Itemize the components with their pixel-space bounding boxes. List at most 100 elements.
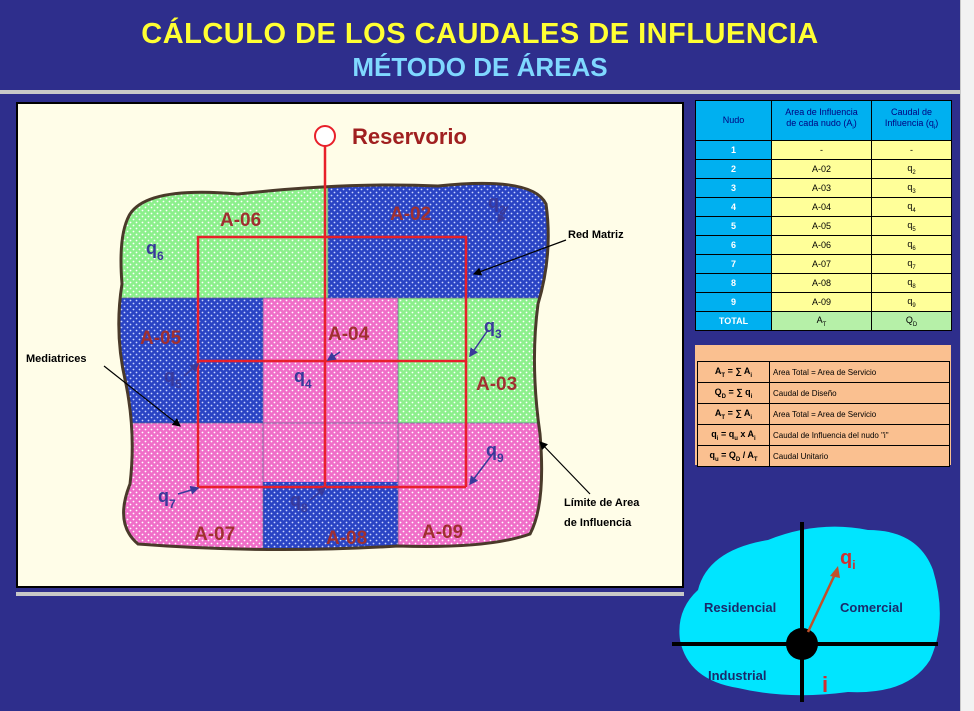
inset-flow-arrowhead bbox=[830, 566, 840, 578]
flow-label-q4: q4 bbox=[294, 366, 312, 391]
cell-nudo: 8 bbox=[695, 273, 772, 293]
cell-caudal: q3 bbox=[871, 178, 952, 198]
cell-area: A-06 bbox=[771, 235, 872, 255]
title-line-1: CÁLCULO DE LOS CAUDALES DE INFLUENCIA bbox=[141, 18, 819, 50]
inset-region bbox=[679, 526, 940, 696]
cell-total-caudal: QD bbox=[871, 311, 952, 331]
inset-label-comercial: Comercial bbox=[840, 600, 903, 615]
cell-area: A-02 bbox=[771, 159, 872, 179]
flow-label-q6: q6 bbox=[146, 238, 164, 263]
formula-expression: QD = ∑ qi bbox=[697, 382, 770, 404]
formula-expression: qi = qu x Ai bbox=[697, 424, 770, 446]
formula-description: Caudal Unitario bbox=[769, 445, 950, 467]
formula-expression: AT = ∑ Ai bbox=[697, 361, 770, 383]
cell-nudo: 4 bbox=[695, 197, 772, 217]
table-row: 1-- bbox=[695, 140, 952, 160]
inset-node bbox=[786, 628, 818, 660]
area-a06 bbox=[118, 183, 328, 298]
formula-row: AT = ∑ Ai Area Total = Area de Servicio bbox=[697, 403, 950, 425]
cell-area: A-09 bbox=[771, 292, 872, 312]
callouts: Red Matriz Mediatrices Límite de Area de… bbox=[26, 229, 640, 529]
formula-description: Caudal de Influencia del nudo "i" bbox=[769, 424, 950, 446]
cell-area: - bbox=[771, 140, 872, 160]
area-a02 bbox=[328, 183, 549, 298]
flow-label-q2: q2 bbox=[488, 192, 506, 217]
cell-total-label: TOTAL bbox=[695, 311, 772, 331]
title-divider bbox=[0, 90, 960, 94]
cell-nudo: 2 bbox=[695, 159, 772, 179]
inset-flow-arrow bbox=[806, 571, 838, 633]
flow-label-q8: q8 bbox=[290, 490, 308, 515]
cell-caudal: - bbox=[871, 140, 952, 160]
callout-mediatrices: Mediatrices bbox=[26, 353, 87, 365]
inset-label-node: i bbox=[822, 672, 828, 697]
cell-nudo: 6 bbox=[695, 235, 772, 255]
red-matriz-network bbox=[196, 146, 468, 489]
callout-red-matriz: Red Matriz bbox=[568, 229, 624, 241]
cell-nudo: 3 bbox=[695, 178, 772, 198]
diagram-divider bbox=[16, 592, 684, 596]
flow-labels: q6 q2 q3 q5 q4 q9 q7 q8 bbox=[146, 192, 506, 515]
inset-label-qi: qi bbox=[840, 547, 856, 572]
formula-description: Area Total = Area de Servicio bbox=[769, 361, 950, 383]
formula-description: Area Total = Area de Servicio bbox=[769, 403, 950, 425]
cell-area: A-05 bbox=[771, 216, 872, 236]
callout-arrows bbox=[103, 239, 591, 495]
formula-table: AT = ∑ Ai Area Total = Area de Servicio … bbox=[697, 361, 950, 467]
influence-areas bbox=[118, 183, 549, 550]
area-label-a07: A-07 bbox=[194, 524, 235, 545]
cell-area: A-04 bbox=[771, 197, 872, 217]
formula-expression: AT = ∑ Ai bbox=[697, 403, 770, 425]
inset-label-residencial: Residencial bbox=[704, 600, 776, 615]
cell-nudo: 1 bbox=[695, 140, 772, 160]
flow-label-q3: q3 bbox=[484, 316, 502, 341]
cell-caudal: q5 bbox=[871, 216, 952, 236]
formula-row: qi = qu x Ai Caudal de Influencia del nu… bbox=[697, 424, 950, 446]
cell-caudal: q6 bbox=[871, 235, 952, 255]
reservoir-icon bbox=[314, 125, 336, 147]
cell-nudo: 7 bbox=[695, 254, 772, 274]
area-label-a06: A-06 bbox=[220, 210, 261, 231]
cell-area: A-08 bbox=[771, 273, 872, 293]
node-inset-diagram: Residencial Comercial Industrial i qi bbox=[672, 522, 940, 702]
reservoir-label: Reservorio bbox=[352, 124, 467, 149]
cell-area: A-03 bbox=[771, 178, 872, 198]
callout-limite-1: Límite de Area bbox=[564, 497, 640, 509]
cell-area: A-07 bbox=[771, 254, 872, 274]
cell-caudal: q9 bbox=[871, 292, 952, 312]
influence-boundary bbox=[117, 181, 550, 552]
area-a08-top bbox=[263, 423, 398, 482]
cell-caudal: q7 bbox=[871, 254, 952, 274]
area-label-a05: A-05 bbox=[140, 328, 182, 349]
flow-arrows bbox=[177, 205, 509, 501]
callout-limite-2: de Influencia bbox=[564, 517, 632, 529]
table-total-row: TOTAL AT QD bbox=[695, 311, 952, 331]
formula-row: qu = QD / AT Caudal Unitario bbox=[697, 445, 950, 467]
cell-nudo: 9 bbox=[695, 292, 772, 312]
cell-caudal: q4 bbox=[871, 197, 952, 217]
area-label-a03: A-03 bbox=[476, 374, 517, 395]
diagram-frame: Reservorio A-06 A-02 A-05 A-04 A-03 A-07… bbox=[16, 102, 684, 588]
area-labels: A-06 A-02 A-05 A-04 A-03 A-07 A-08 A-09 bbox=[140, 204, 517, 549]
cell-nudo: 5 bbox=[695, 216, 772, 236]
area-label-a04: A-04 bbox=[328, 324, 370, 345]
vertical-scrollbar[interactable] bbox=[960, 0, 974, 711]
cell-caudal: q8 bbox=[871, 273, 952, 293]
formula-row: QD = ∑ qi Caudal de Diseño bbox=[697, 382, 950, 404]
area-label-a02: A-02 bbox=[390, 204, 431, 225]
cell-total-area: AT bbox=[771, 311, 872, 331]
area-label-a09: A-09 bbox=[422, 522, 463, 543]
flow-label-q9: q9 bbox=[486, 440, 504, 465]
